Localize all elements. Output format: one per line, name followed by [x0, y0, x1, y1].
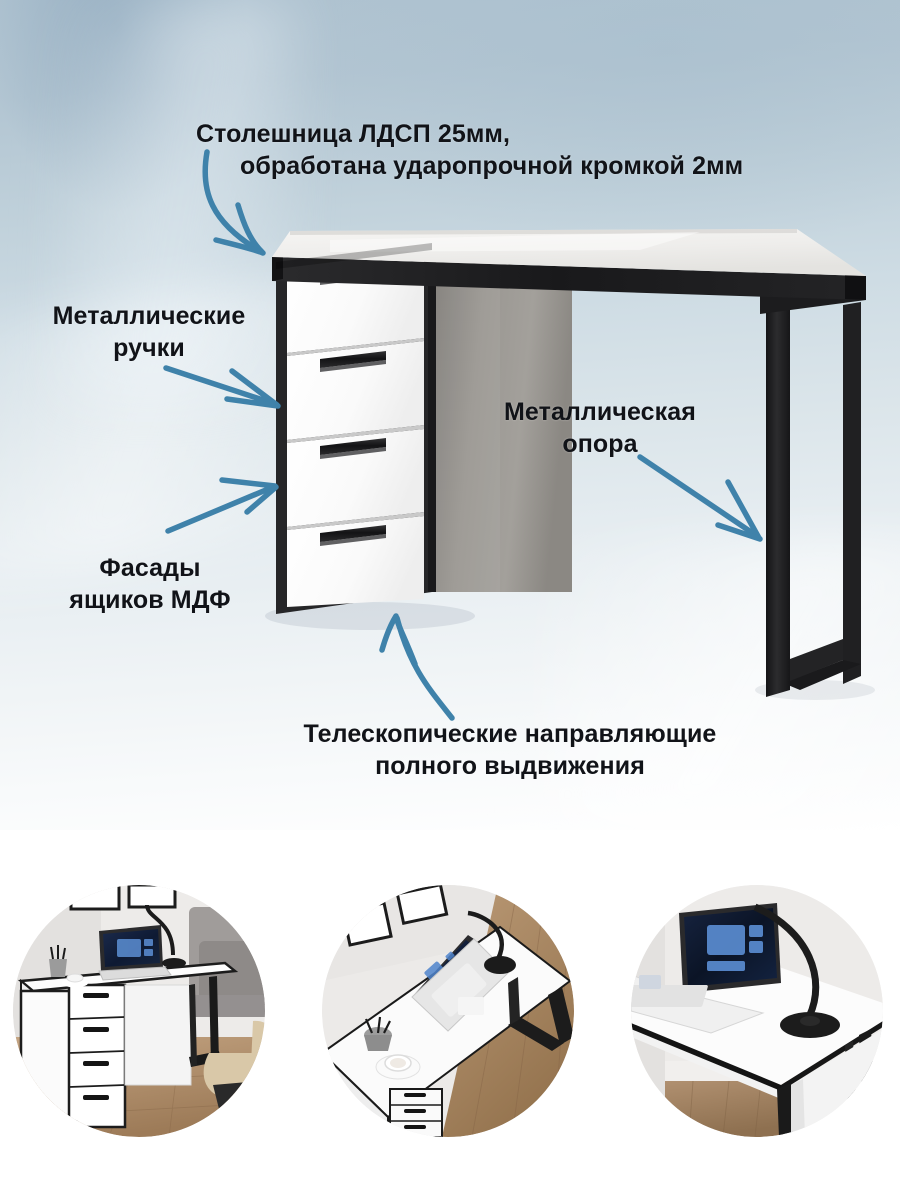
pen-cup [49, 945, 67, 977]
callout-telescopic-rails: Телескопические направляющие полного выд… [303, 720, 717, 780]
pen-cup [364, 1016, 392, 1051]
drawer-handle [320, 525, 386, 542]
callout-tabletop-line2: обработана ударопрочной кромкой 2мм [240, 152, 744, 180]
laptop [411, 935, 509, 1032]
callout-drawer-facades: Фасады ящиков МДФ [69, 554, 231, 614]
tabletop-edge-band [272, 257, 866, 300]
drawer-handle [320, 351, 386, 368]
coffee-cup [62, 973, 88, 988]
callout-metal-handles: Металлические ручки [52, 302, 246, 362]
hero-infographic-panel: Столешница ЛДСП 25мм, обработана ударопр… [0, 0, 900, 830]
product-photo-top-view[interactable] [322, 885, 574, 1137]
product-photo-closeup[interactable] [631, 885, 883, 1137]
drawer-front [287, 429, 424, 527]
callout-tabletop: Столешница ЛДСП 25мм, обработана ударопр… [196, 86, 743, 214]
tabletop [272, 229, 866, 300]
coffee-cup [375, 1054, 421, 1080]
desk-lamp [753, 903, 820, 1019]
drawer-front [287, 516, 424, 607]
laptop [631, 903, 781, 1034]
drawer-fronts [287, 252, 424, 607]
metal-leg-frame [760, 278, 866, 697]
desk-illustration [265, 229, 875, 700]
lamp-base [484, 956, 516, 974]
callout-tabletop-line1: Столешница ЛДСП 25мм, [196, 120, 511, 148]
lamp-base [162, 958, 186, 968]
desk-lamp [467, 910, 504, 961]
desk-lamp [145, 904, 175, 956]
drawer-handle [320, 438, 386, 455]
product-photo-room-scene[interactable] [13, 885, 265, 1137]
product-photo-strip [0, 830, 900, 1200]
laptop [98, 925, 172, 981]
cabinet-top-shadow [276, 243, 432, 269]
callout-metal-support: Металлическая опора [504, 398, 696, 458]
drawer-front [287, 341, 424, 440]
sofa [189, 907, 265, 1017]
